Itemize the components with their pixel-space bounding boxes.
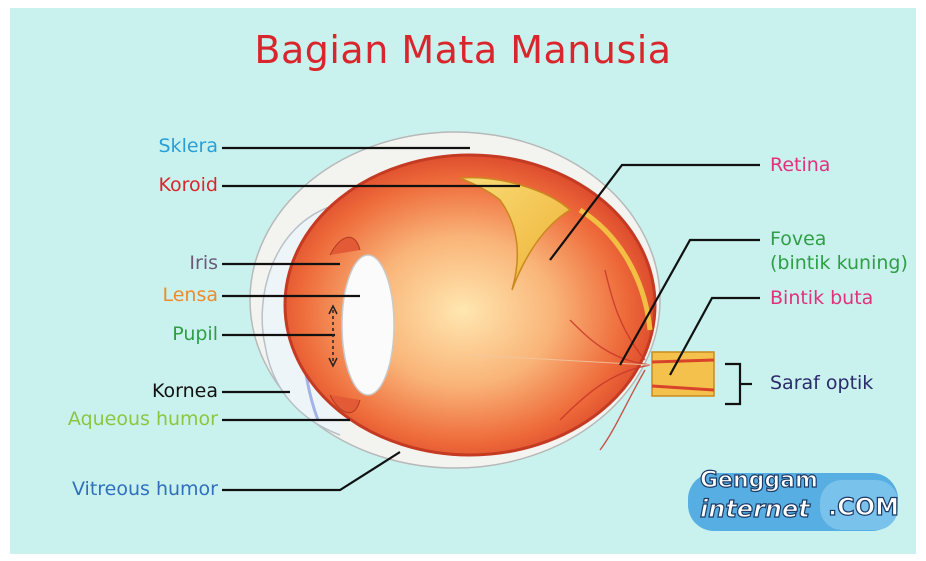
watermark-line2: internet	[700, 495, 811, 523]
label-kornea: Kornea	[90, 380, 218, 402]
label-fovea-bintik-kuning: (bintik kuning)	[770, 252, 908, 274]
label-pupil: Pupil	[90, 323, 218, 345]
label-aqueous-humor: Aqueous humor	[20, 408, 218, 430]
choroid-shape	[285, 155, 655, 455]
label-vitreous-humor: Vitreous humor	[20, 478, 218, 500]
watermark-line1: Genggam	[700, 468, 818, 493]
label-iris: Iris	[90, 252, 218, 274]
label-koroid: Koroid	[90, 174, 218, 196]
watermark-logo: Genggam internet .COM	[680, 455, 910, 544]
label-bintik-buta: Bintik buta	[770, 287, 873, 309]
label-sklera: Sklera	[90, 135, 218, 157]
label-lensa: Lensa	[90, 284, 218, 306]
lens-shape	[342, 255, 394, 395]
label-saraf-optik: Saraf optik	[770, 372, 873, 394]
label-retina: Retina	[770, 154, 830, 176]
optic-nerve	[652, 352, 714, 396]
label-fovea: Fovea	[770, 228, 826, 250]
watermark-suffix: .COM	[828, 493, 899, 521]
diagram-title: Bagian Mata Manusia	[0, 28, 926, 72]
